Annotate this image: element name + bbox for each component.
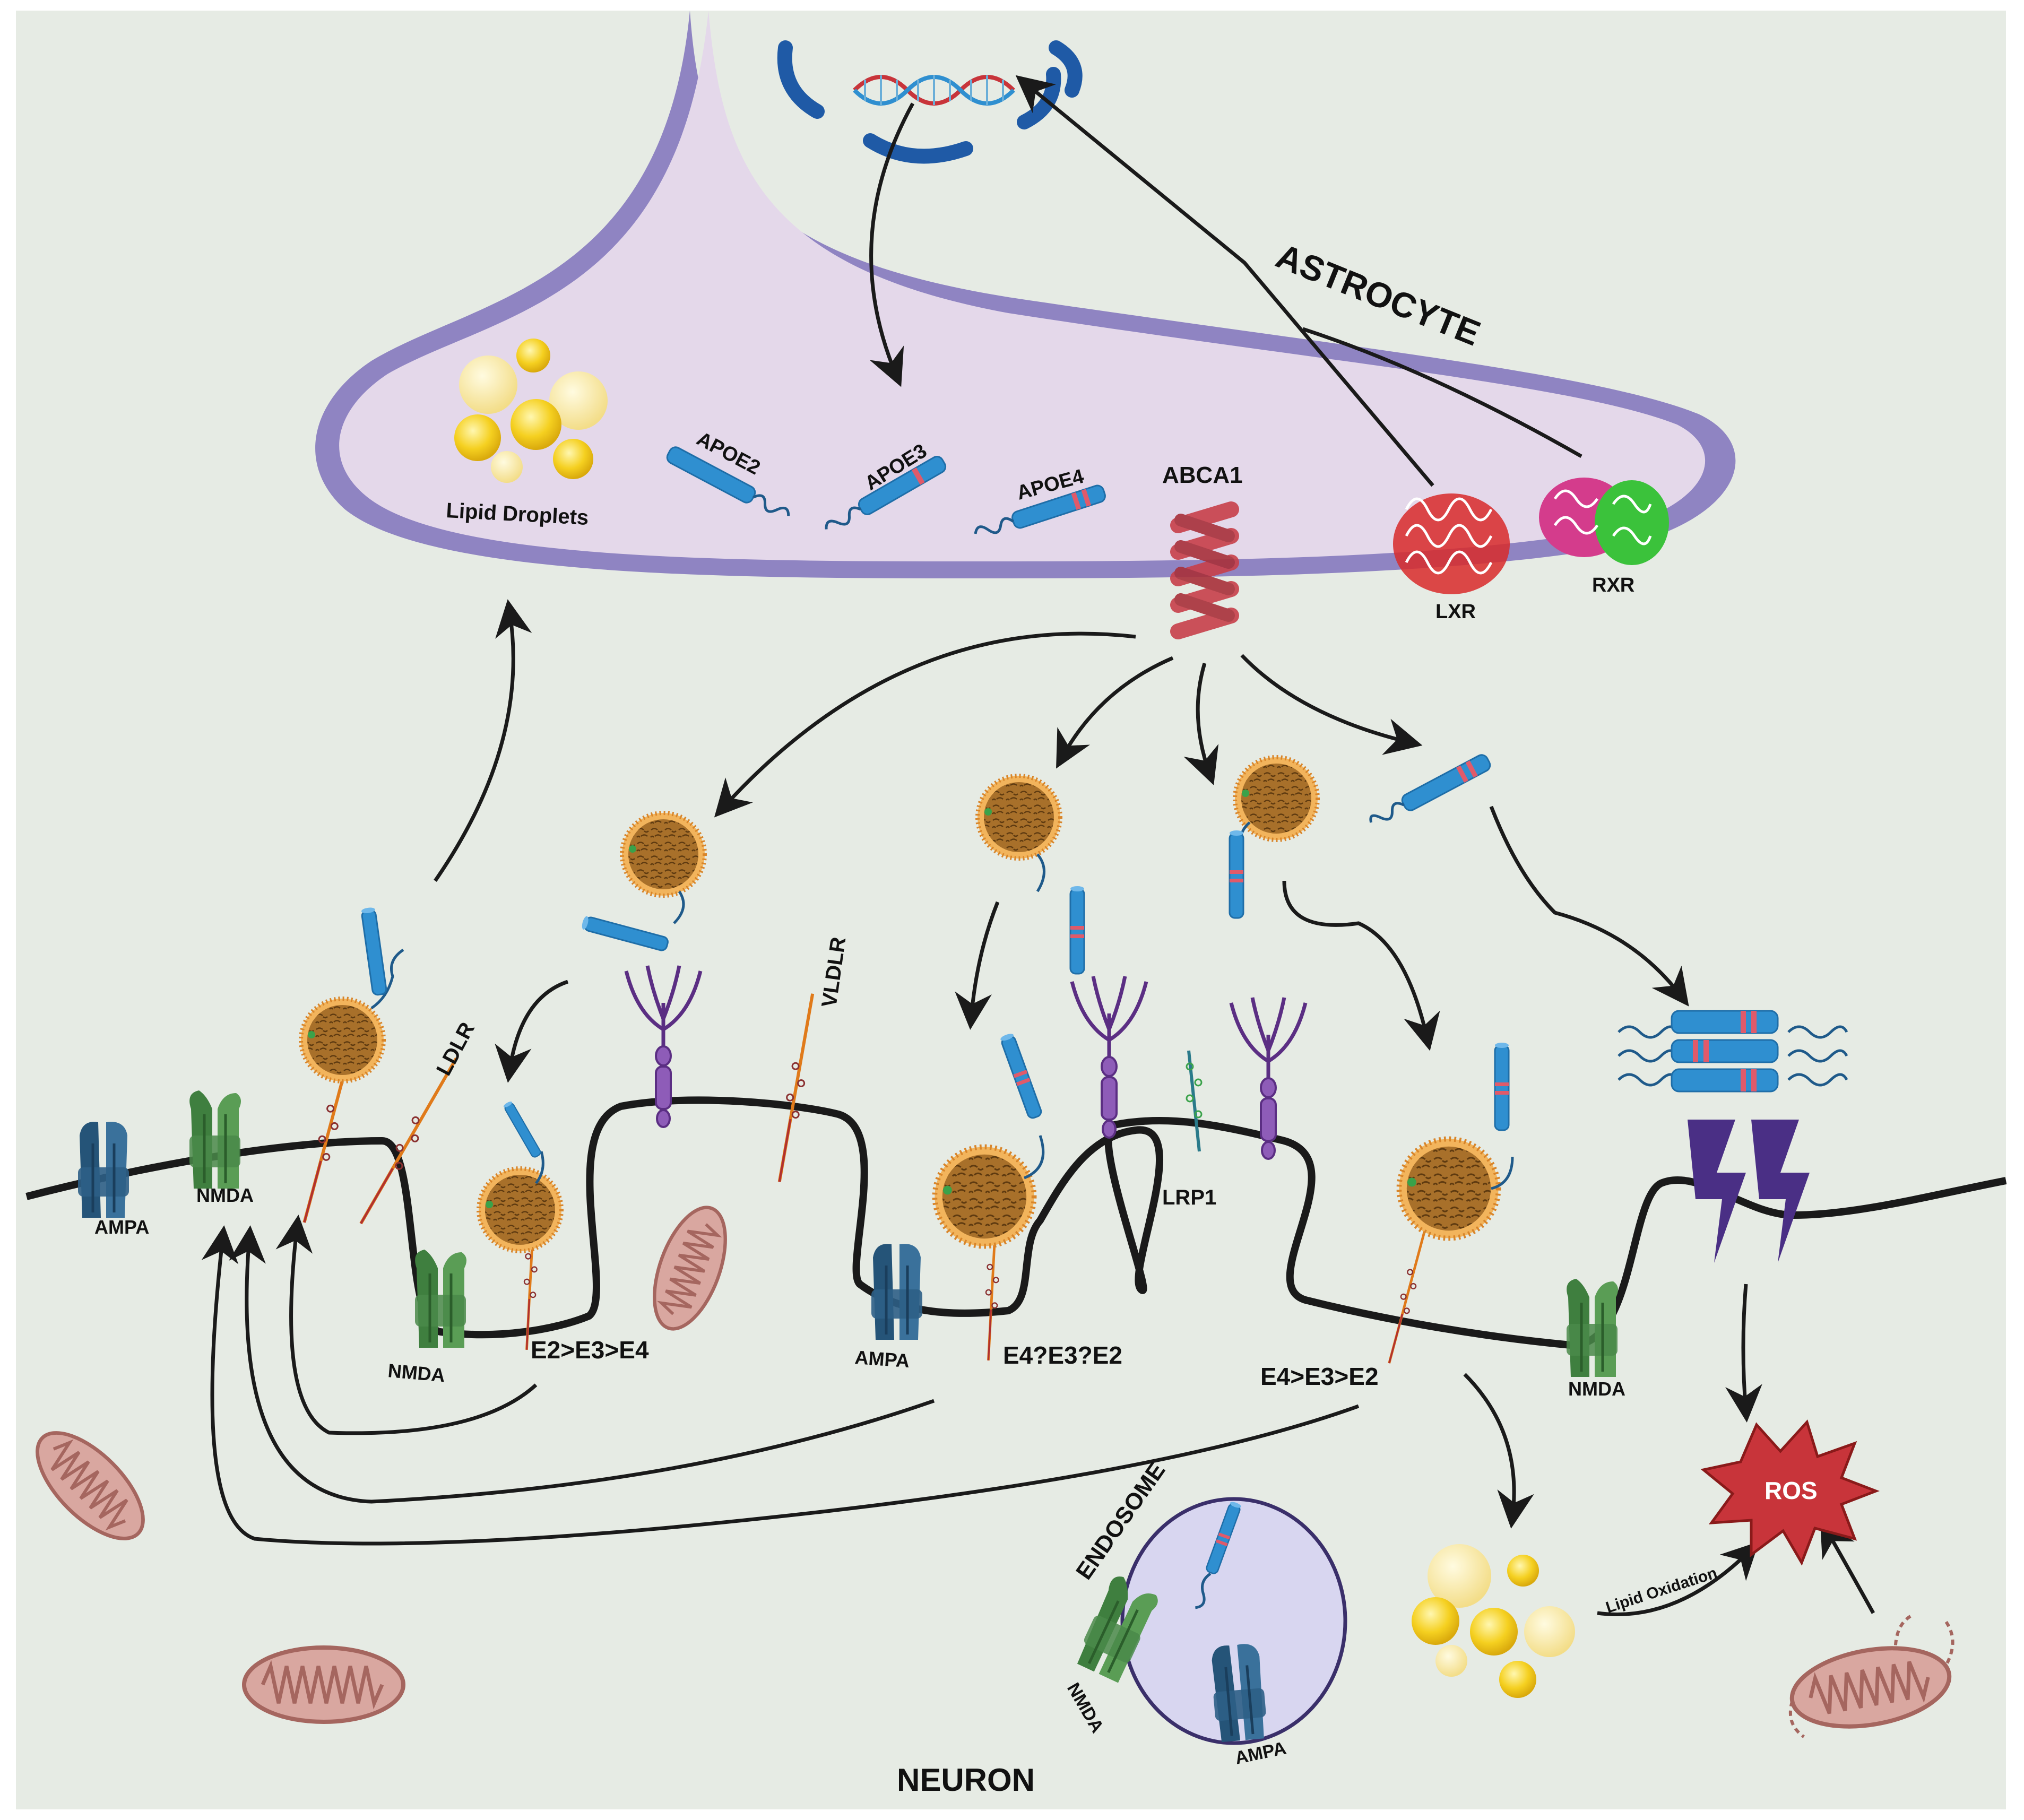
ampa-label-left: AMPA	[94, 1216, 149, 1238]
order-vldlr-label: E4?E3?E2	[1003, 1341, 1122, 1369]
order-lrp1-label: E4>E3>E2	[1260, 1363, 1379, 1390]
endosome	[1120, 1497, 1347, 1745]
lipoprotein-top-mid2	[1229, 757, 1318, 919]
nmda-label-left: NMDA	[196, 1184, 254, 1206]
background-panel	[16, 11, 2006, 1809]
abca1-transporter	[1170, 501, 1239, 639]
mitochondrion-icon	[244, 1648, 403, 1722]
nmda-label-pit: NMDA	[387, 1359, 446, 1386]
apoe4-aggregate	[1618, 1010, 1848, 1093]
rxr-label: RXR	[1592, 574, 1634, 596]
rxr-protein	[1539, 478, 1669, 565]
lrp1-receptor	[1186, 1050, 1203, 1152]
lxr-label: LXR	[1435, 601, 1476, 623]
free-apoe4	[1369, 754, 1491, 823]
lipid-droplets	[454, 339, 608, 483]
lipoprotein-pit-ldlr	[479, 1099, 561, 1251]
abca1-label: ABCA1	[1162, 462, 1243, 488]
lipoprotein-top-left	[580, 813, 705, 952]
lightning-bolt-icon	[1688, 1120, 1810, 1263]
lipoprotein-pit-vldlr	[935, 1032, 1045, 1246]
dna-helix-icon	[853, 75, 1015, 106]
nmda-label-right: NMDA	[1568, 1378, 1625, 1400]
lipoprotein-ldlr-bound	[301, 906, 404, 1081]
order-ldlr-label: E2>E3>E4	[531, 1336, 649, 1364]
lxr-protein	[1393, 493, 1510, 594]
ros-starburst-icon	[1700, 1419, 1880, 1566]
neuron-lipid-droplets	[1412, 1544, 1575, 1698]
apoe4-protein	[974, 484, 1106, 534]
apoe3-protein	[825, 456, 947, 530]
endosome-apoe4	[1195, 1500, 1243, 1609]
lipoprotein-pit-lrp1	[1399, 1042, 1514, 1238]
lipoprotein-top-mid1	[978, 776, 1085, 975]
apoe2-protein	[666, 446, 790, 516]
neuron-label: NEURON	[897, 1762, 1035, 1798]
ros-label: ROS	[1764, 1477, 1818, 1504]
damaged-mitochondrion-icon	[1777, 1614, 1965, 1739]
ampa-label-mid: AMPA	[854, 1346, 910, 1372]
lrp1-label: LRP1	[1162, 1186, 1216, 1209]
